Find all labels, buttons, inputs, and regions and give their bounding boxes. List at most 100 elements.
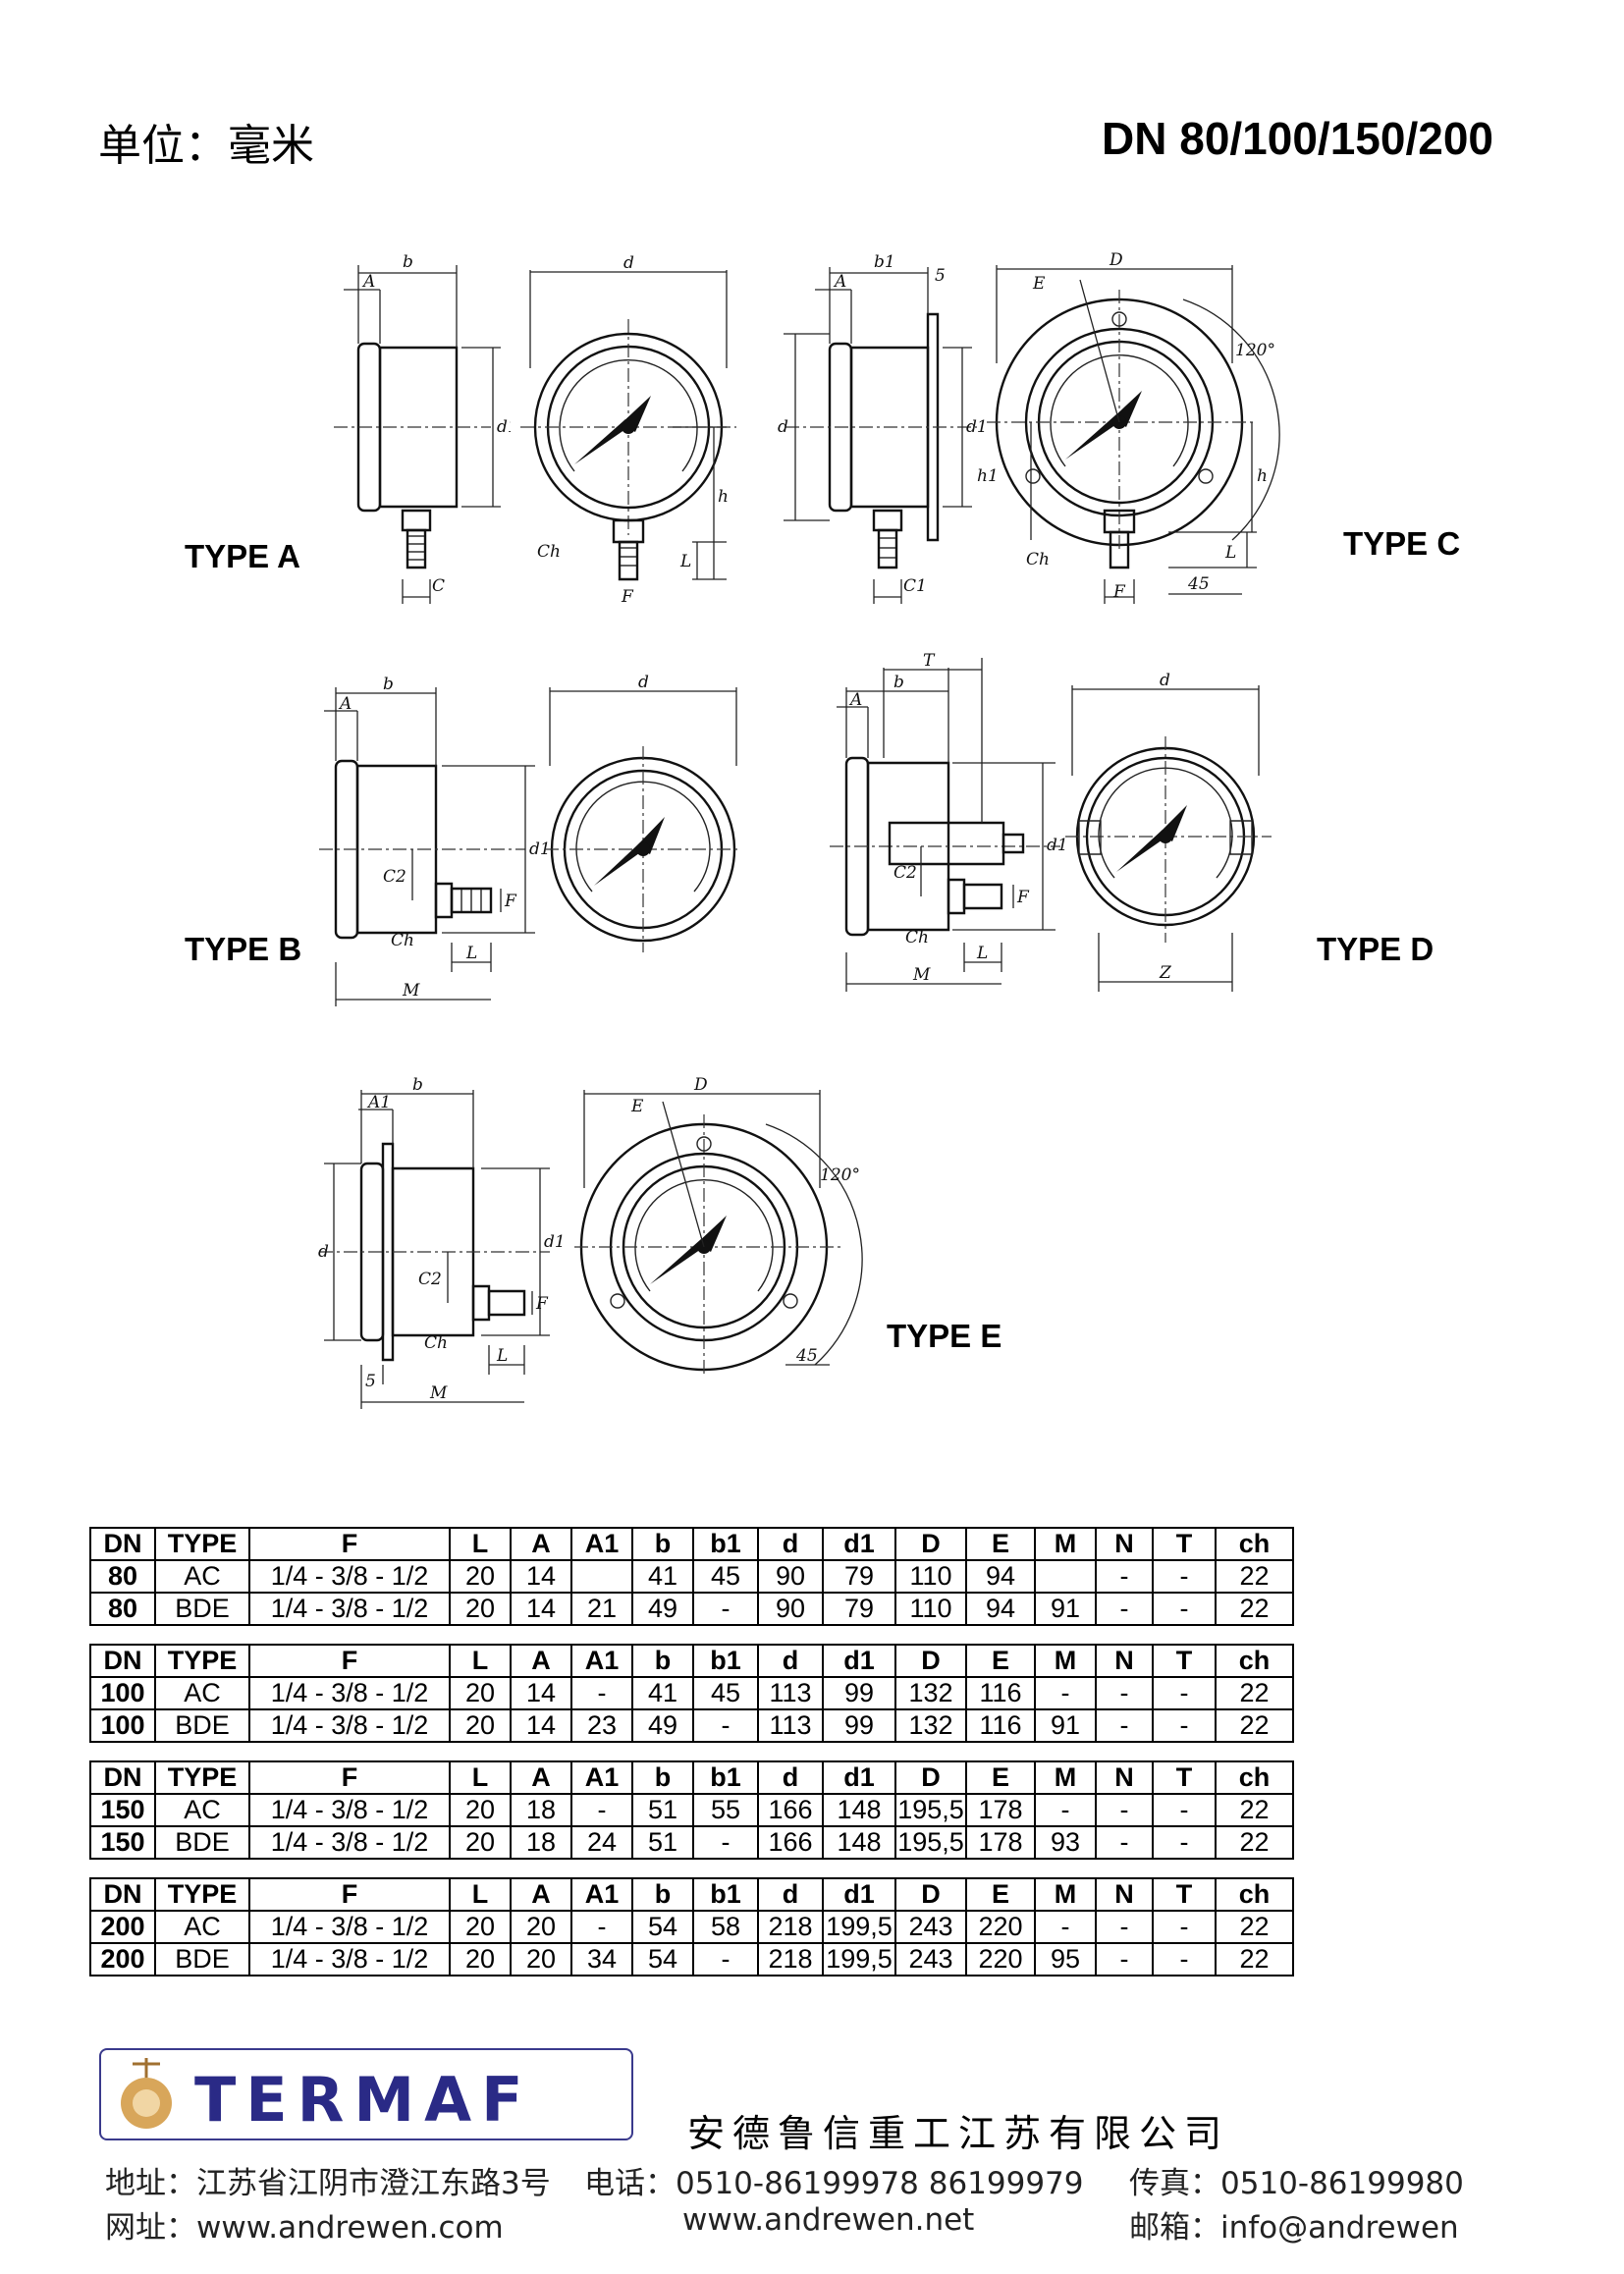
table-cell: 22 — [1215, 1676, 1294, 1710]
dim-5-c: 5 — [935, 266, 946, 286]
dim-d-b: d — [638, 673, 649, 692]
dim-d1-e: d1 — [544, 1232, 566, 1252]
dim-C2-d: C2 — [893, 863, 917, 883]
header-cell: d1 — [822, 1760, 896, 1795]
dim-L-e: L — [496, 1346, 508, 1366]
header-cell: M — [1034, 1644, 1097, 1678]
dim-d-d: d — [1160, 671, 1170, 690]
dim-F-c: F — [1112, 582, 1126, 602]
header-cell: DN — [89, 1527, 156, 1561]
fax: 传真：0510-86199980 — [1129, 2166, 1464, 2201]
table-cell: 18 — [510, 1793, 572, 1827]
table-cell: 200 — [89, 1910, 156, 1944]
table-cell: - — [1152, 1910, 1217, 1944]
table-cell: AC — [154, 1676, 250, 1710]
header-cell: E — [965, 1877, 1036, 1912]
header-cell: E — [965, 1760, 1036, 1795]
dim-A-b: A — [338, 694, 352, 714]
header-cell: N — [1095, 1644, 1154, 1678]
type-e-side-drawing: b A1 d d1 C2 F Ch L 5 M — [318, 1075, 566, 1434]
table-cell: 132 — [894, 1708, 967, 1743]
table-cell: 94 — [965, 1559, 1036, 1594]
table-cell: - — [1095, 1910, 1154, 1944]
header-cell: DN — [89, 1760, 156, 1795]
table-cell: 95 — [1034, 1942, 1097, 1976]
type-c-label: TYPE C — [1343, 525, 1461, 562]
dim-C2-e: C2 — [418, 1270, 442, 1289]
type-a-label: TYPE A — [185, 538, 300, 574]
dim-L-d: L — [976, 944, 988, 963]
table-cell: 20 — [449, 1793, 512, 1827]
table-cell: 218 — [757, 1942, 824, 1976]
table-cell: 21 — [570, 1592, 633, 1626]
table-cell: 58 — [692, 1910, 759, 1944]
header-cell: A — [510, 1760, 572, 1795]
table-cell: - — [692, 1708, 759, 1743]
dim-F-e: F — [535, 1294, 549, 1314]
table-cell: 23 — [570, 1708, 633, 1743]
dim-b: b — [403, 252, 413, 272]
header-cell: T — [1152, 1527, 1217, 1561]
dim-D: D — [1109, 250, 1123, 270]
table-cell: 18 — [510, 1825, 572, 1860]
table-cell: - — [1095, 1676, 1154, 1710]
header-cell: b1 — [692, 1760, 759, 1795]
table-cell: 94 — [965, 1592, 1036, 1626]
dim-Ch-c: Ch — [1026, 550, 1050, 569]
table-cell: 113 — [757, 1676, 824, 1710]
table-cell: 41 — [631, 1676, 694, 1710]
table-cell: AC — [154, 1910, 250, 1944]
table-cell: 199,5 — [822, 1910, 896, 1944]
table-cell: 132 — [894, 1676, 967, 1710]
dim-5-e: 5 — [365, 1372, 376, 1391]
header-cell: N — [1095, 1527, 1154, 1561]
dim-E-e: E — [630, 1097, 644, 1116]
dim-A: A — [361, 272, 375, 292]
table-cell: 45 — [692, 1559, 759, 1594]
dim-F-d: F — [1016, 888, 1030, 907]
dim-D-e: D — [693, 1075, 708, 1095]
header-cell: F — [248, 1877, 451, 1912]
table-cell: 1/4 - 3/8 - 1/2 — [248, 1592, 451, 1626]
table-cell: 243 — [894, 1910, 967, 1944]
table-cell: 51 — [631, 1793, 694, 1827]
table-cell: - — [1095, 1793, 1154, 1827]
dim-45-e: 45 — [795, 1346, 818, 1366]
dim-Ch-e: Ch — [424, 1333, 448, 1353]
table-cell: - — [570, 1793, 633, 1827]
header-cell: b1 — [692, 1527, 759, 1561]
header-cell: N — [1095, 1760, 1154, 1795]
table-cell: 90 — [757, 1592, 824, 1626]
table-cell: 54 — [631, 1942, 694, 1976]
table-cell: 51 — [631, 1825, 694, 1860]
header-cell: b1 — [692, 1877, 759, 1912]
header-cell: T — [1152, 1760, 1217, 1795]
header-cell: b — [631, 1527, 694, 1561]
table-cell: 49 — [631, 1708, 694, 1743]
header-cell: DN — [89, 1877, 156, 1912]
header-cell: A1 — [570, 1760, 633, 1795]
table-cell: 150 — [89, 1793, 156, 1827]
header-cell: D — [894, 1527, 967, 1561]
header-cell: L — [449, 1760, 512, 1795]
header-cell: d — [757, 1760, 824, 1795]
table-cell: 22 — [1215, 1910, 1294, 1944]
table-cell: 22 — [1215, 1942, 1294, 1976]
table-cell: 22 — [1215, 1592, 1294, 1626]
table-cell: - — [692, 1825, 759, 1860]
table-cell: - — [1095, 1559, 1154, 1594]
type-e-front-drawing: D E 120° 45 — [574, 1075, 869, 1394]
dim-Ch-b: Ch — [391, 931, 414, 950]
phone: 电话：0510-86199978 86199979 — [584, 2166, 1084, 2201]
table-cell: - — [1034, 1676, 1097, 1710]
table-cell: 116 — [965, 1676, 1036, 1710]
header-cell: d — [757, 1644, 824, 1678]
table-cell: 1/4 - 3/8 - 1/2 — [248, 1708, 451, 1743]
type-a-side-drawing: b A d1 C — [324, 252, 511, 609]
dim-T: T — [923, 651, 936, 671]
table-cell: 91 — [1034, 1708, 1097, 1743]
